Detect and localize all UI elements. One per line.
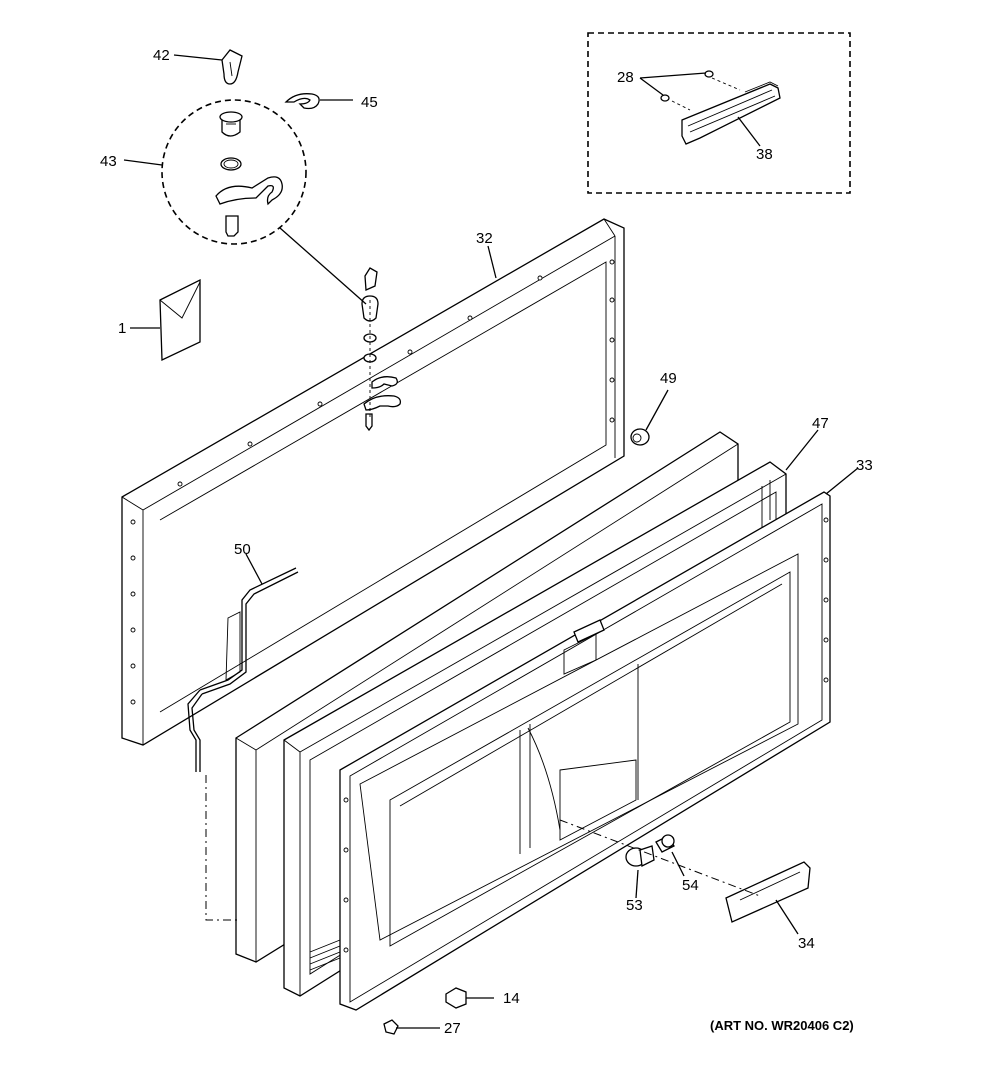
art-number: (ART NO. WR20406 C2) [710,1018,854,1033]
label-47: 47 [812,415,829,432]
label-33: 33 [856,457,873,474]
vent-grille [309,939,341,971]
outer-door-panel-32 [121,218,625,746]
label-50: 50 [234,541,251,558]
hinge-pin-part [225,215,239,237]
hinge-arm-part [215,176,283,206]
label-1: 1 [118,320,126,337]
label-53: 53 [626,897,643,914]
label-42: 42 [153,47,170,64]
label-32: 32 [476,230,493,247]
nameplate-part-34 [725,861,811,923]
label-14: 14 [503,990,520,1007]
label-28: 28 [617,69,634,86]
hidden-lines [205,775,761,921]
wire-part-50 [187,567,299,772]
hinge-bushing-part [219,111,243,137]
light-socket-part-54 [655,834,675,853]
hinge-detail-circle [161,99,307,245]
handle-part-38 [681,81,781,145]
inset-detail-box [587,32,851,194]
screw-holes [130,259,829,953]
hinge-cap-part-42 [221,49,243,85]
clip-part-45 [284,93,320,110]
inner-door-frame-33 [339,491,831,1011]
callout-labels: 42 45 43 1 32 28 38 49 47 33 50 54 53 34… [100,47,873,1037]
switch-part-53 [625,845,655,867]
hinge-assembly-mounted [361,267,402,432]
bumper-part-49 [630,428,650,446]
label-45: 45 [361,94,378,111]
leader-lines [123,54,859,1029]
screw-part-27 [383,1019,399,1035]
label-43: 43 [100,153,117,170]
label-38: 38 [756,146,773,163]
label-34: 34 [798,935,815,952]
label-54: 54 [682,877,699,894]
screw-part-28 [660,70,714,102]
label-49: 49 [660,370,677,387]
label-27: 27 [444,1020,461,1037]
clip-part-14 [445,987,467,1009]
manual-envelope-part-1 [159,278,201,362]
